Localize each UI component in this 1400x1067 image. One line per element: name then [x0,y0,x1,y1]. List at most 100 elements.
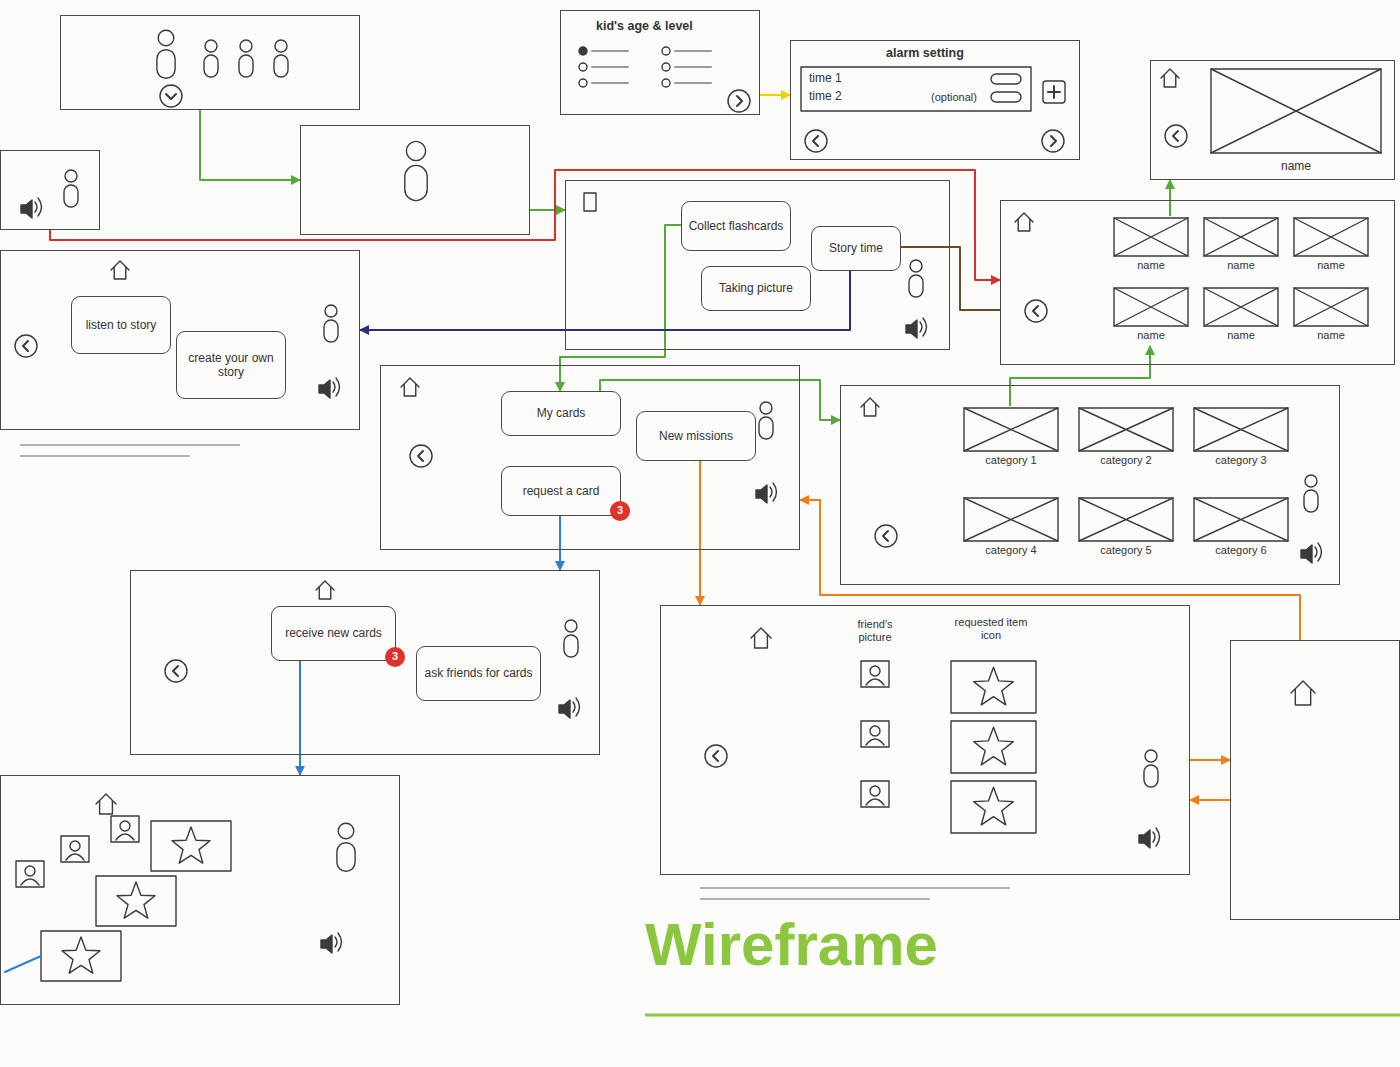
speaker-icon [321,933,342,953]
star-icon [951,661,1036,713]
house-icon [1291,681,1315,705]
thumbnail-card: name [1111,216,1191,276]
person-icon [16,861,44,887]
radio-icon [662,63,711,71]
person-shoulders [866,739,884,745]
xbox-icon [1294,218,1368,256]
kid-icon [239,40,253,77]
back-icon [15,335,37,357]
image-placeholder [1079,408,1173,451]
house-icon [96,794,116,814]
flow-arrow [299,661,301,775]
title-rule [645,1014,1400,1017]
button-label: receive new cards [285,626,382,640]
screen-frame: category 1category 2category 3category 4… [840,385,1340,585]
page-title: Wireframe [645,912,938,978]
back-button [1165,125,1187,147]
screen-frame [0,775,400,1005]
image-placeholder [1211,69,1381,153]
thumbnail-card: name [1291,216,1371,276]
house-icon [316,581,334,599]
radio-option [579,79,587,87]
option-scribble [592,66,628,68]
menu-button: Collect flashcards [681,201,791,251]
line-icon [5,956,41,972]
house-icon [401,378,419,396]
person-icon [861,661,889,687]
image-cross [1204,218,1278,256]
flow-arrow [699,461,701,605]
kid-icon [274,40,288,77]
screen-label: time 1 [809,71,889,85]
photo-frame [861,721,889,747]
menu-button: ask friends for cards [416,646,541,701]
thumbnail-card: category 5 [1076,496,1176,561]
screen-frame: My cardsNew missionsrequest a card3 [380,365,800,550]
xbox-icon [964,408,1058,451]
image-cross [1079,498,1173,541]
home-icon [1015,213,1033,231]
thumbnail-label: category 1 [985,454,1036,467]
chevron [713,751,718,761]
image-cross [1194,408,1288,451]
thumbnail-label: name [1227,329,1255,342]
thumbnail-card: category 1 [961,406,1061,471]
thumbnail-label: category 6 [1215,544,1266,557]
button-label: ask friends for cards [424,666,532,680]
image-placeholder [964,408,1058,451]
home-icon [401,378,419,396]
flow-arrow [360,271,850,330]
chevron [1033,306,1038,316]
xbox-icon [1194,408,1288,451]
kid-head [1305,475,1317,487]
kid-body [337,843,355,872]
speaker-icon [319,378,340,398]
pill-icon [991,92,1021,102]
kid-body [64,185,78,207]
speaker-icon [559,698,580,718]
image-cross [964,408,1058,451]
button-label: Story time [829,241,883,255]
image-placeholder [964,498,1058,541]
item-frame [41,931,121,981]
kid-head [760,402,772,414]
speaker-waves [335,933,342,951]
home-icon [316,581,334,599]
image-cross [1294,288,1368,326]
kid-head [205,40,217,52]
image-cross [964,498,1058,541]
xbox-icon [1294,288,1368,326]
chevron [1173,131,1178,141]
button-label: My cards [537,406,586,420]
speaker-body [319,380,330,398]
speaker-body [906,320,917,338]
image-placeholder [1114,288,1188,326]
house-icon [751,628,771,648]
image-placeholder [1204,288,1278,326]
chevron [1051,136,1056,146]
back-icon [805,130,827,152]
menu-button: Story time [811,226,901,271]
kid-icon [405,141,427,200]
flow-arrow [200,110,300,180]
image-cross [1194,498,1288,541]
radio-option [579,47,587,55]
speaker-waves [573,698,580,716]
xbox-icon [1079,408,1173,451]
thumbnail-label: category 2 [1100,454,1151,467]
menu-button: listen to story [71,296,171,354]
item-frame [951,781,1036,833]
screen-icons [301,126,531,236]
kid-icon [1144,750,1158,787]
notification-badge: 3 [385,647,405,667]
flow-arrow [559,516,561,570]
menu-button: receive new cards3 [271,606,396,661]
thumbnail-card: category 6 [1191,496,1291,561]
button-label: Collect flashcards [689,219,784,233]
person-head [870,726,880,736]
radio-icon [662,79,711,87]
screen-label: friend's picture [845,618,905,644]
kid-icon [1304,475,1318,512]
thumbnail-label: name [1137,259,1165,272]
screen-icons [1001,201,1396,366]
